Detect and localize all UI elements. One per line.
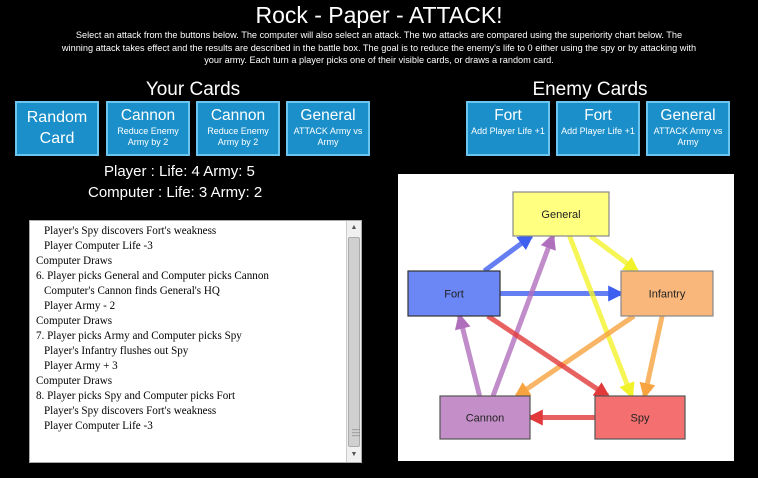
scroll-down-arrow-icon[interactable]: ▼ [350,451,358,458]
enemy-card-2: Fort Add Player Life +1 [556,101,640,156]
node-infantry: Infantry [620,270,714,317]
page-title: Rock - Paper - ATTACK! [255,2,503,28]
card-description: ATTACK Army vs Army [653,126,723,147]
log-entry: Player's Spy discovers Fort's weakness [44,225,217,237]
scroll-thumb[interactable]: ——— [348,237,360,447]
card-name: Fort [584,107,612,124]
node-cannon: Cannon [439,395,531,440]
enemy-card-3: General ATTACK Army vs Army [646,101,730,156]
computer-stats: Computer : Life: 3 Army: 2 [88,184,263,201]
log-entry: Computer's Cannon finds General's HQ [44,285,220,297]
node-general: General [512,191,610,237]
node-spy: Spy [594,395,686,440]
node-label: Cannon [466,413,505,425]
arrow-cannon-to-general [490,233,556,397]
node-label: Fort [444,289,464,301]
card-name: Cannon [210,107,266,124]
your-card-1-button[interactable]: Cannon Reduce Enemy Army by 2 [106,101,190,156]
node-box [439,395,531,440]
card-description: Add Player Life +1 [471,126,545,136]
log-entry: Player Computer Life -3 [44,420,153,432]
arrow-infantry-to-cannon [513,313,636,399]
log-entry: Computer Draws [36,375,113,387]
enemy-card-1: Fort Add Player Life +1 [466,101,550,156]
log-entry: Player's Infantry flushes out Spy [44,345,189,357]
arrow-fort-to-general [482,233,534,274]
log-entry: Computer Draws [36,315,113,327]
arrow-general-to-infantry [588,233,640,274]
random-card-button[interactable]: Random Card [15,101,99,156]
card-description: Reduce Enemy Army by 2 [117,126,179,147]
card-description: Reduce Enemy Army by 2 [207,126,269,147]
log-entry: 6. Player picks General and Computer pic… [36,270,269,282]
grip-icon: ——— [352,425,360,440]
your-cards-heading: Your Cards [145,79,241,100]
player-stats: Player : Life: 4 Army: 5 [104,163,255,180]
node-fort: Fort [407,270,501,317]
log-entry: Player Computer Life -3 [44,240,153,252]
node-label: Spy [631,413,650,425]
log-entry: Player Army + 3 [44,360,118,372]
card-name: General [300,107,356,124]
your-card-2-button[interactable]: Cannon Reduce Enemy Army by 2 [196,101,280,156]
log-entry: Player Army - 2 [44,300,116,312]
node-label: Infantry [649,289,686,301]
enemy-cards-heading: Enemy Cards [532,79,648,100]
card-name: General [660,107,716,124]
log-entry: 7. Player picks Army and Computer picks … [36,330,242,342]
node-box [594,395,686,440]
card-name: Fort [494,107,522,124]
arrow-fort-to-spy [486,313,611,399]
node-box [407,270,501,317]
node-box [620,270,714,317]
node-box [512,191,610,237]
scroll-up-arrow-icon[interactable]: ▲ [350,224,358,231]
log-entry: 8. Player picks Spy and Computer picks F… [36,390,236,402]
card-name: Random Card [26,109,88,147]
scrollbar[interactable]: ▲ ——— ▼ [346,221,361,462]
arrow-general-to-spy [567,235,635,399]
log-entry: Computer Draws [36,255,113,267]
card-description: ATTACK Army vs Army [293,126,363,147]
arrow-infantry-to-spy [639,315,665,400]
log-entry: Player's Spy discovers Fort's weakness [44,405,217,417]
arrow-cannon-to-fort [454,312,483,397]
card-name: Cannon [120,107,176,124]
instructions-text: Select an attack from the buttons below.… [61,30,697,66]
your-card-3-button[interactable]: General ATTACK Army vs Army [286,101,370,156]
card-description: Add Player Life +1 [561,126,635,136]
node-label: General [541,209,580,221]
